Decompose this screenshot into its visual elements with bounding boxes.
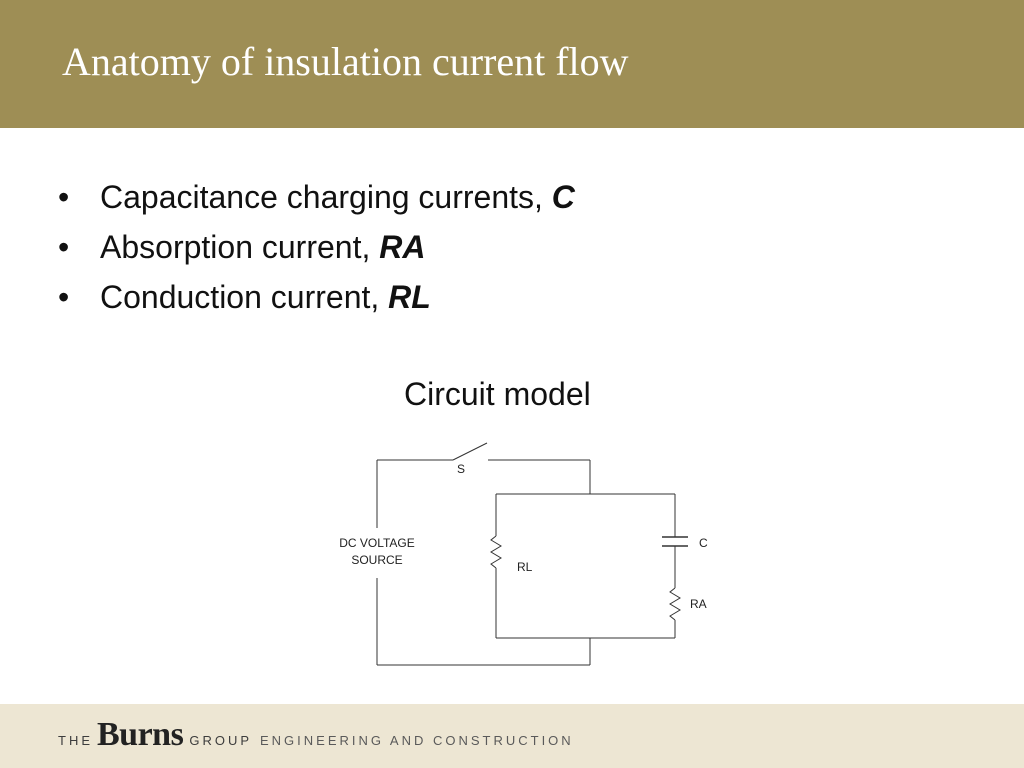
footer-band [0,704,1024,768]
bullet-text: Absorption current, [100,229,380,265]
resistor-rl [490,535,502,569]
label-rl: RL [517,560,533,574]
label-ra: RA [690,597,707,611]
label-source-line1: DC VOLTAGE [339,536,415,550]
bullet-text: Conduction current, [100,279,389,315]
bullet-item-conduction: • Conduction current, RL [58,272,575,322]
bullet-dot: • [58,179,70,215]
switch-blade [452,442,488,461]
bullet-dot: • [58,279,70,315]
logo-burns: Burns [97,716,184,753]
bullet-item-capacitance: • Capacitance charging currents, C [58,172,575,222]
company-logo: THE Burns GROUP ENGINEERING AND CONSTRUC… [58,716,574,756]
header-band: Anatomy of insulation current flow [0,0,1024,128]
bullet-item-absorption: • Absorption current, RA [58,222,575,272]
logo-the: THE [58,733,93,748]
logo-tagline: ENGINEERING AND CONSTRUCTION [260,733,574,748]
logo-group: GROUP [189,733,252,748]
label-switch-s: S [457,462,465,476]
resistor-ra [669,587,681,621]
bullet-symbol: RA [379,229,426,265]
diagram-caption: Circuit model [404,376,591,412]
bullet-list: • Capacitance charging currents, C • Absor… [58,172,575,322]
bullet-text: Capacitance charging currents, [100,179,552,215]
bullet-symbol: C [551,179,575,215]
label-c: C [699,536,708,550]
slide-title: Anatomy of insulation current flow [62,39,629,84]
label-source-line2: SOURCE [351,553,402,567]
bullet-dot: • [58,229,70,265]
bullet-symbol: RL [388,279,431,315]
